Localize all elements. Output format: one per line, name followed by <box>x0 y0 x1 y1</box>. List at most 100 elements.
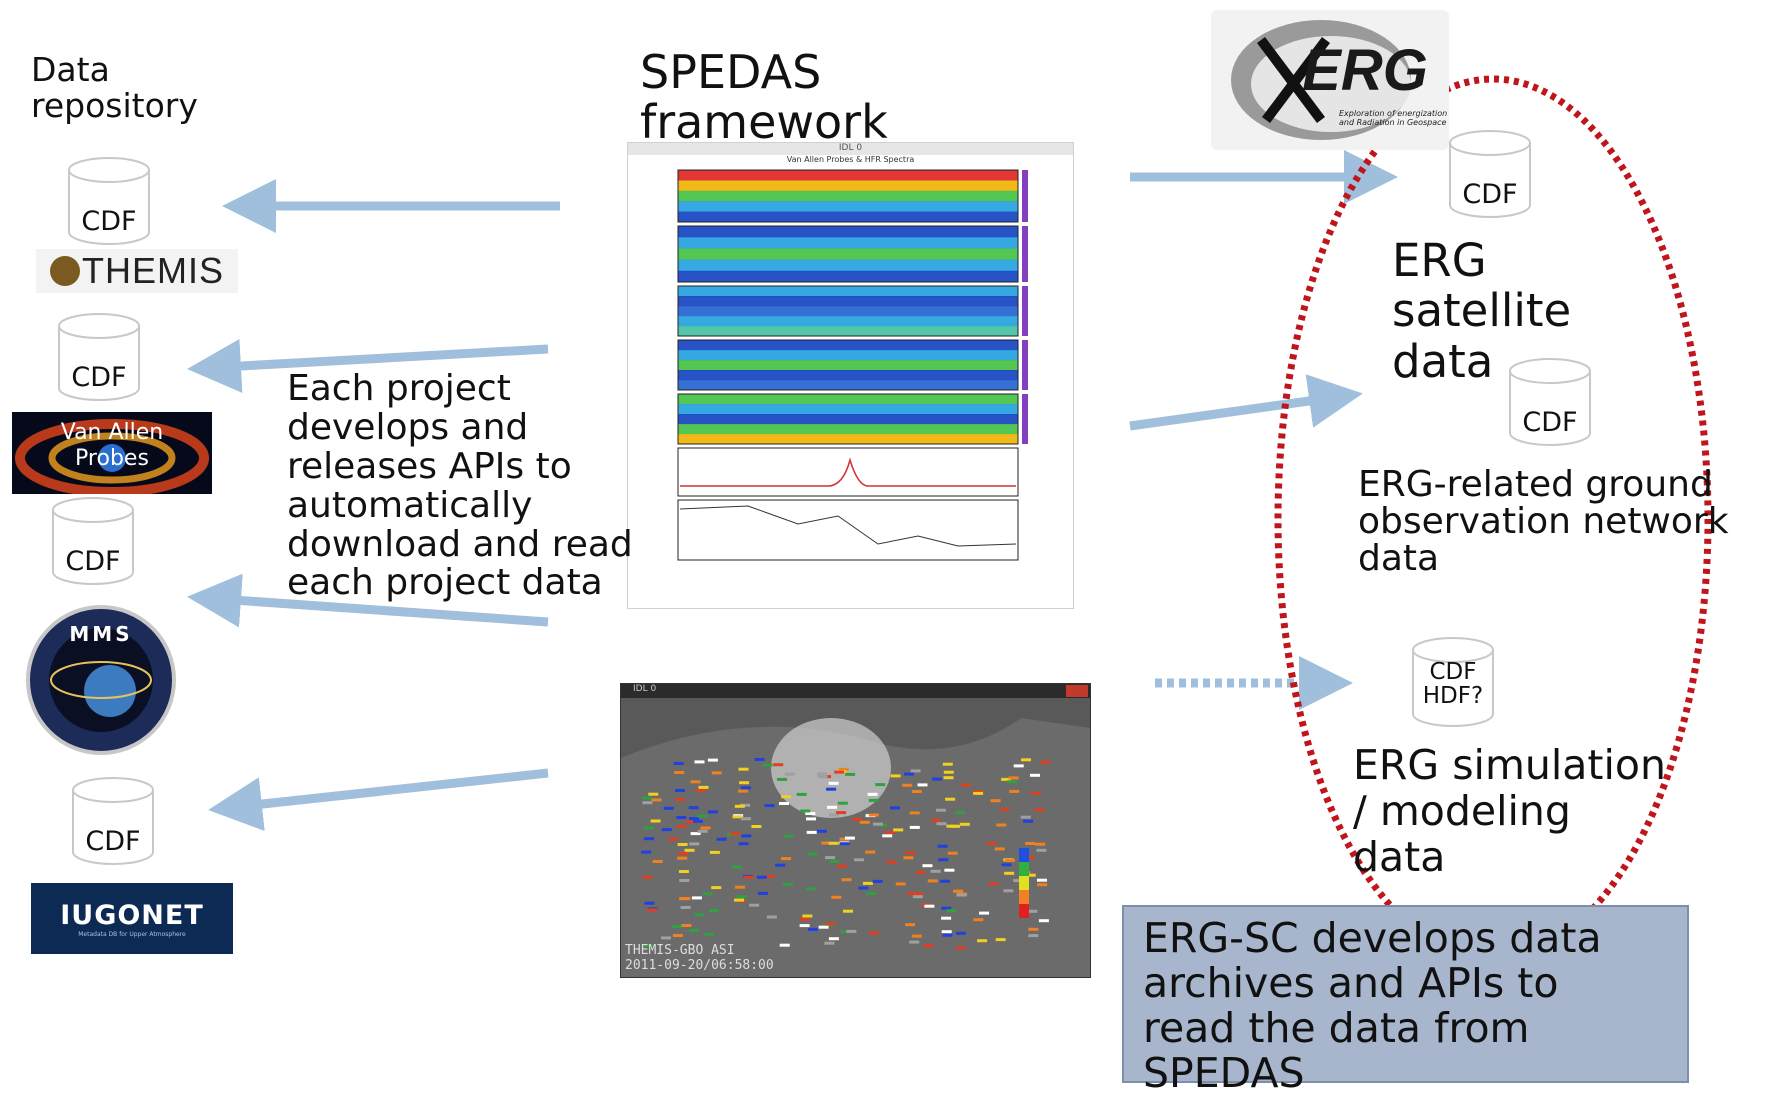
spectrogram-figure: IDL 0 Van Allen Probes & HFR Spectra <box>627 142 1074 609</box>
velocity-colorbar <box>1019 848 1029 862</box>
spectrogram-band <box>678 296 1018 307</box>
radar-echo-mark <box>839 842 850 846</box>
radar-echo-mark <box>910 769 921 773</box>
spectrogram-band <box>678 414 1018 425</box>
project-api-description: Each project develops and releases APIs … <box>287 368 633 604</box>
cylinder-icon <box>1509 358 1591 446</box>
spectrogram-band <box>678 370 1018 381</box>
radar-echo-mark <box>946 909 957 913</box>
iugonet-logo-text: IUGONET <box>60 899 204 931</box>
radar-echo-mark <box>734 898 745 902</box>
radar-echo-mark <box>806 830 817 834</box>
radar-echo-mark <box>837 864 848 868</box>
radar-echo-mark <box>1025 873 1036 877</box>
spectrogram-band <box>678 259 1018 272</box>
radar-echo-mark <box>648 792 659 796</box>
radar-echo-mark <box>677 856 688 860</box>
radar-echo-mark <box>644 901 655 905</box>
cdf-cylinder-vap: CDF <box>57 312 141 402</box>
erg-emblem-icon <box>1231 20 1411 140</box>
cylinder-icon <box>72 777 154 865</box>
radar-echo-mark <box>1028 927 1039 931</box>
radar-echo-mark <box>644 837 655 841</box>
radar-echo-mark <box>955 931 966 935</box>
radar-echo-mark <box>1027 909 1038 913</box>
cdf-label: CDF <box>81 206 137 237</box>
radar-echo-mark <box>911 790 922 793</box>
radar-echo-mark <box>642 875 653 879</box>
radar-echo-mark <box>697 814 708 818</box>
line-series <box>679 505 1017 547</box>
radar-echo-mark <box>1005 858 1015 862</box>
radar-echo-mark <box>940 879 950 883</box>
radar-echo-mark <box>642 943 653 947</box>
iugonet-logo-subtitle: Metadata DB for Upper Atmosphere <box>78 930 186 938</box>
radar-echo-mark <box>734 804 745 808</box>
radar-echo-mark <box>817 772 828 776</box>
cdf-cylinder-iugonet: CDF <box>71 776 155 866</box>
spectrogram-band <box>678 434 1018 445</box>
radar-echo-mark <box>731 865 742 869</box>
radar-echo-mark <box>698 785 709 789</box>
radar-echo-mark <box>1037 878 1047 882</box>
radar-echo-mark <box>675 789 685 792</box>
window-close-button[interactable] <box>1066 685 1088 697</box>
cdf-label: CDF <box>1462 179 1518 210</box>
radar-echo-mark <box>890 774 901 778</box>
spectrogram-band <box>678 394 1018 405</box>
spectrogram-band <box>678 326 1018 337</box>
cdf-hdf-label: CDF HDF? <box>1422 659 1484 710</box>
radar-echo-mark <box>737 895 747 899</box>
radar-echo-mark <box>865 850 876 854</box>
radar-echo-mark <box>800 809 811 813</box>
erg-sc-description-box <box>1122 905 1689 1083</box>
radar-echo-mark <box>942 933 953 937</box>
radar-echo-mark <box>841 878 852 882</box>
radar-echo-mark <box>647 908 658 912</box>
radar-echo-mark <box>799 917 810 921</box>
radar-echo-mark <box>869 931 879 935</box>
radar-echo-mark <box>922 864 933 868</box>
radar-echo-mark <box>708 810 718 814</box>
colorbar <box>1022 340 1028 390</box>
cdf-cylinder-erg-ground: CDF <box>1508 357 1592 447</box>
radar-echo-mark <box>1001 777 1012 781</box>
radar-echo-mark <box>694 913 705 917</box>
colorbar <box>1022 286 1028 336</box>
radar-echo-mark <box>903 856 914 860</box>
radar-echo-mark <box>907 891 918 895</box>
radar-echo-mark <box>709 909 719 913</box>
radar-echo-mark <box>806 817 816 821</box>
cdf-label: CDF <box>65 546 121 577</box>
radar-echo-mark <box>959 822 970 826</box>
radar-echo-mark <box>651 798 662 802</box>
radar-echo-mark <box>821 841 832 845</box>
radar-echo-mark <box>961 783 971 787</box>
spectrogram-panel-frame <box>677 339 1019 391</box>
radar-echo-mark <box>868 798 879 802</box>
radar-echo-mark <box>807 927 818 931</box>
radar-echo-mark <box>990 799 1001 803</box>
radar-echo-mark <box>799 924 810 928</box>
radar-echo-mark <box>782 883 793 886</box>
cylinder-icon <box>1412 637 1494 727</box>
radar-echo-mark <box>854 858 864 862</box>
radar-echo-mark <box>927 879 938 883</box>
radar-echo-mark <box>711 771 722 775</box>
arrow-to-mms <box>187 573 549 628</box>
spectrogram-band <box>678 226 1018 238</box>
radar-echo-mark <box>931 818 941 822</box>
radar-echo-mark <box>882 834 893 838</box>
radar-echo-mark <box>999 808 1010 812</box>
radar-echo-mark <box>845 772 856 776</box>
erg-simulation-data-label: ERG simulation / modeling data <box>1353 741 1666 881</box>
window-titlebar: IDL 0 <box>621 684 1090 698</box>
radar-echo-mark <box>739 781 750 785</box>
radar-echo-mark <box>689 842 700 846</box>
radar-echo-mark <box>1030 773 1040 777</box>
radar-echo-mark <box>764 804 775 808</box>
radar-echo-mark <box>779 802 789 805</box>
cylinder-icon <box>58 313 140 401</box>
asi-map-figure: IDL 0 THEMIS-GBO ASI 2011-09-20/06:58:00 <box>620 683 1091 978</box>
spectrogram-band <box>678 190 1018 202</box>
